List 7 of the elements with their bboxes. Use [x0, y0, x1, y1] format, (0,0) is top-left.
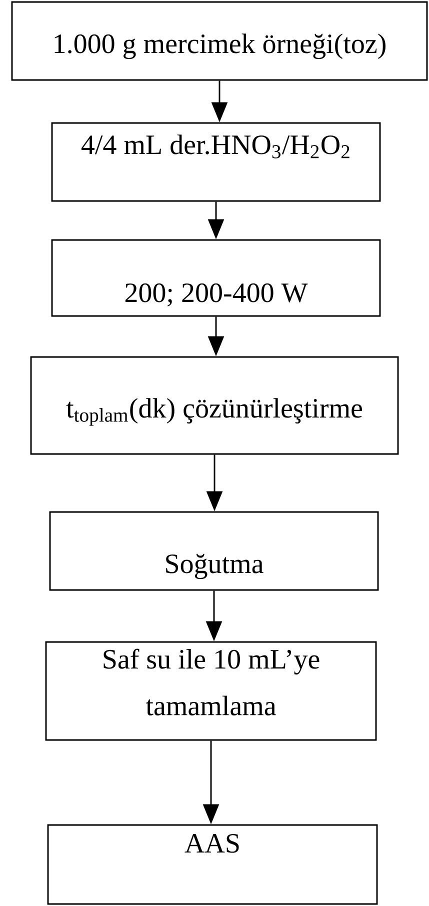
process-box: 4/4 mL der.HNO$_{3}$/H$_{2}$O$_{2}$ — [51, 122, 381, 202]
process-box: Saf su ile 10 mL’ye tamamlama — [45, 641, 377, 741]
process-box: 200; 200-400 W — [51, 239, 381, 317]
process-box: 1.000 g mercimek örneği(toz) — [11, 1, 428, 81]
process-box: Soğutma — [49, 511, 379, 591]
process-box: AAS — [47, 824, 378, 905]
process-box: t$_{toplam}$(dk) çözünürleştirme — [30, 356, 399, 455]
